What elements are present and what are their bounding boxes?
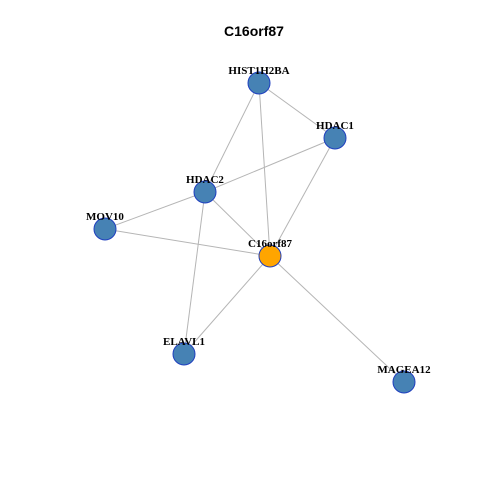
node-MOV10 bbox=[93, 217, 117, 241]
node-ELAVL1 bbox=[172, 342, 196, 366]
node-C16orf87 bbox=[258, 244, 282, 268]
edge-MOV10-C16orf87 bbox=[104, 228, 271, 257]
node-MAGEA12 bbox=[392, 370, 416, 394]
edge-HIST1H2BA-HDAC2 bbox=[204, 82, 260, 193]
node-label-MOV10: MOV10 bbox=[86, 211, 124, 223]
edge-C16orf87-ELAVL1 bbox=[183, 255, 271, 355]
edge-HDAC2-C16orf87 bbox=[204, 191, 271, 257]
node-HDAC2 bbox=[193, 180, 217, 204]
node-label-ELAVL1: ELAVL1 bbox=[163, 336, 205, 348]
edge-HDAC2-ELAVL1 bbox=[183, 191, 206, 355]
edge-HDAC2-MOV10 bbox=[104, 191, 206, 230]
edge-HDAC1-HDAC2 bbox=[204, 137, 336, 193]
edge-HDAC1-C16orf87 bbox=[269, 137, 336, 257]
graph-title: C16orf87 bbox=[224, 23, 284, 39]
edge-HIST1H2BA-HDAC1 bbox=[258, 82, 336, 139]
node-layer: HIST1H2BA HDAC1HDAC2MOV10C16orf87ELAVL1MA… bbox=[86, 65, 431, 394]
node-label-HIST1H2BA: HIST1H2BA bbox=[228, 65, 289, 77]
edge-C16orf87-MAGEA12 bbox=[269, 255, 405, 383]
node-label-MAGEA12: MAGEA12 bbox=[377, 364, 431, 376]
edge-layer bbox=[104, 82, 405, 383]
node-HDAC1 bbox=[323, 126, 347, 150]
node-label-HDAC1: HDAC1 bbox=[316, 120, 354, 132]
edge-HIST1H2BA-C16orf87 bbox=[258, 82, 271, 257]
node-label-HDAC2: HDAC2 bbox=[186, 174, 224, 186]
node-HIST1H2BA bbox=[247, 71, 271, 95]
node-label-C16orf87: C16orf87 bbox=[248, 238, 292, 250]
